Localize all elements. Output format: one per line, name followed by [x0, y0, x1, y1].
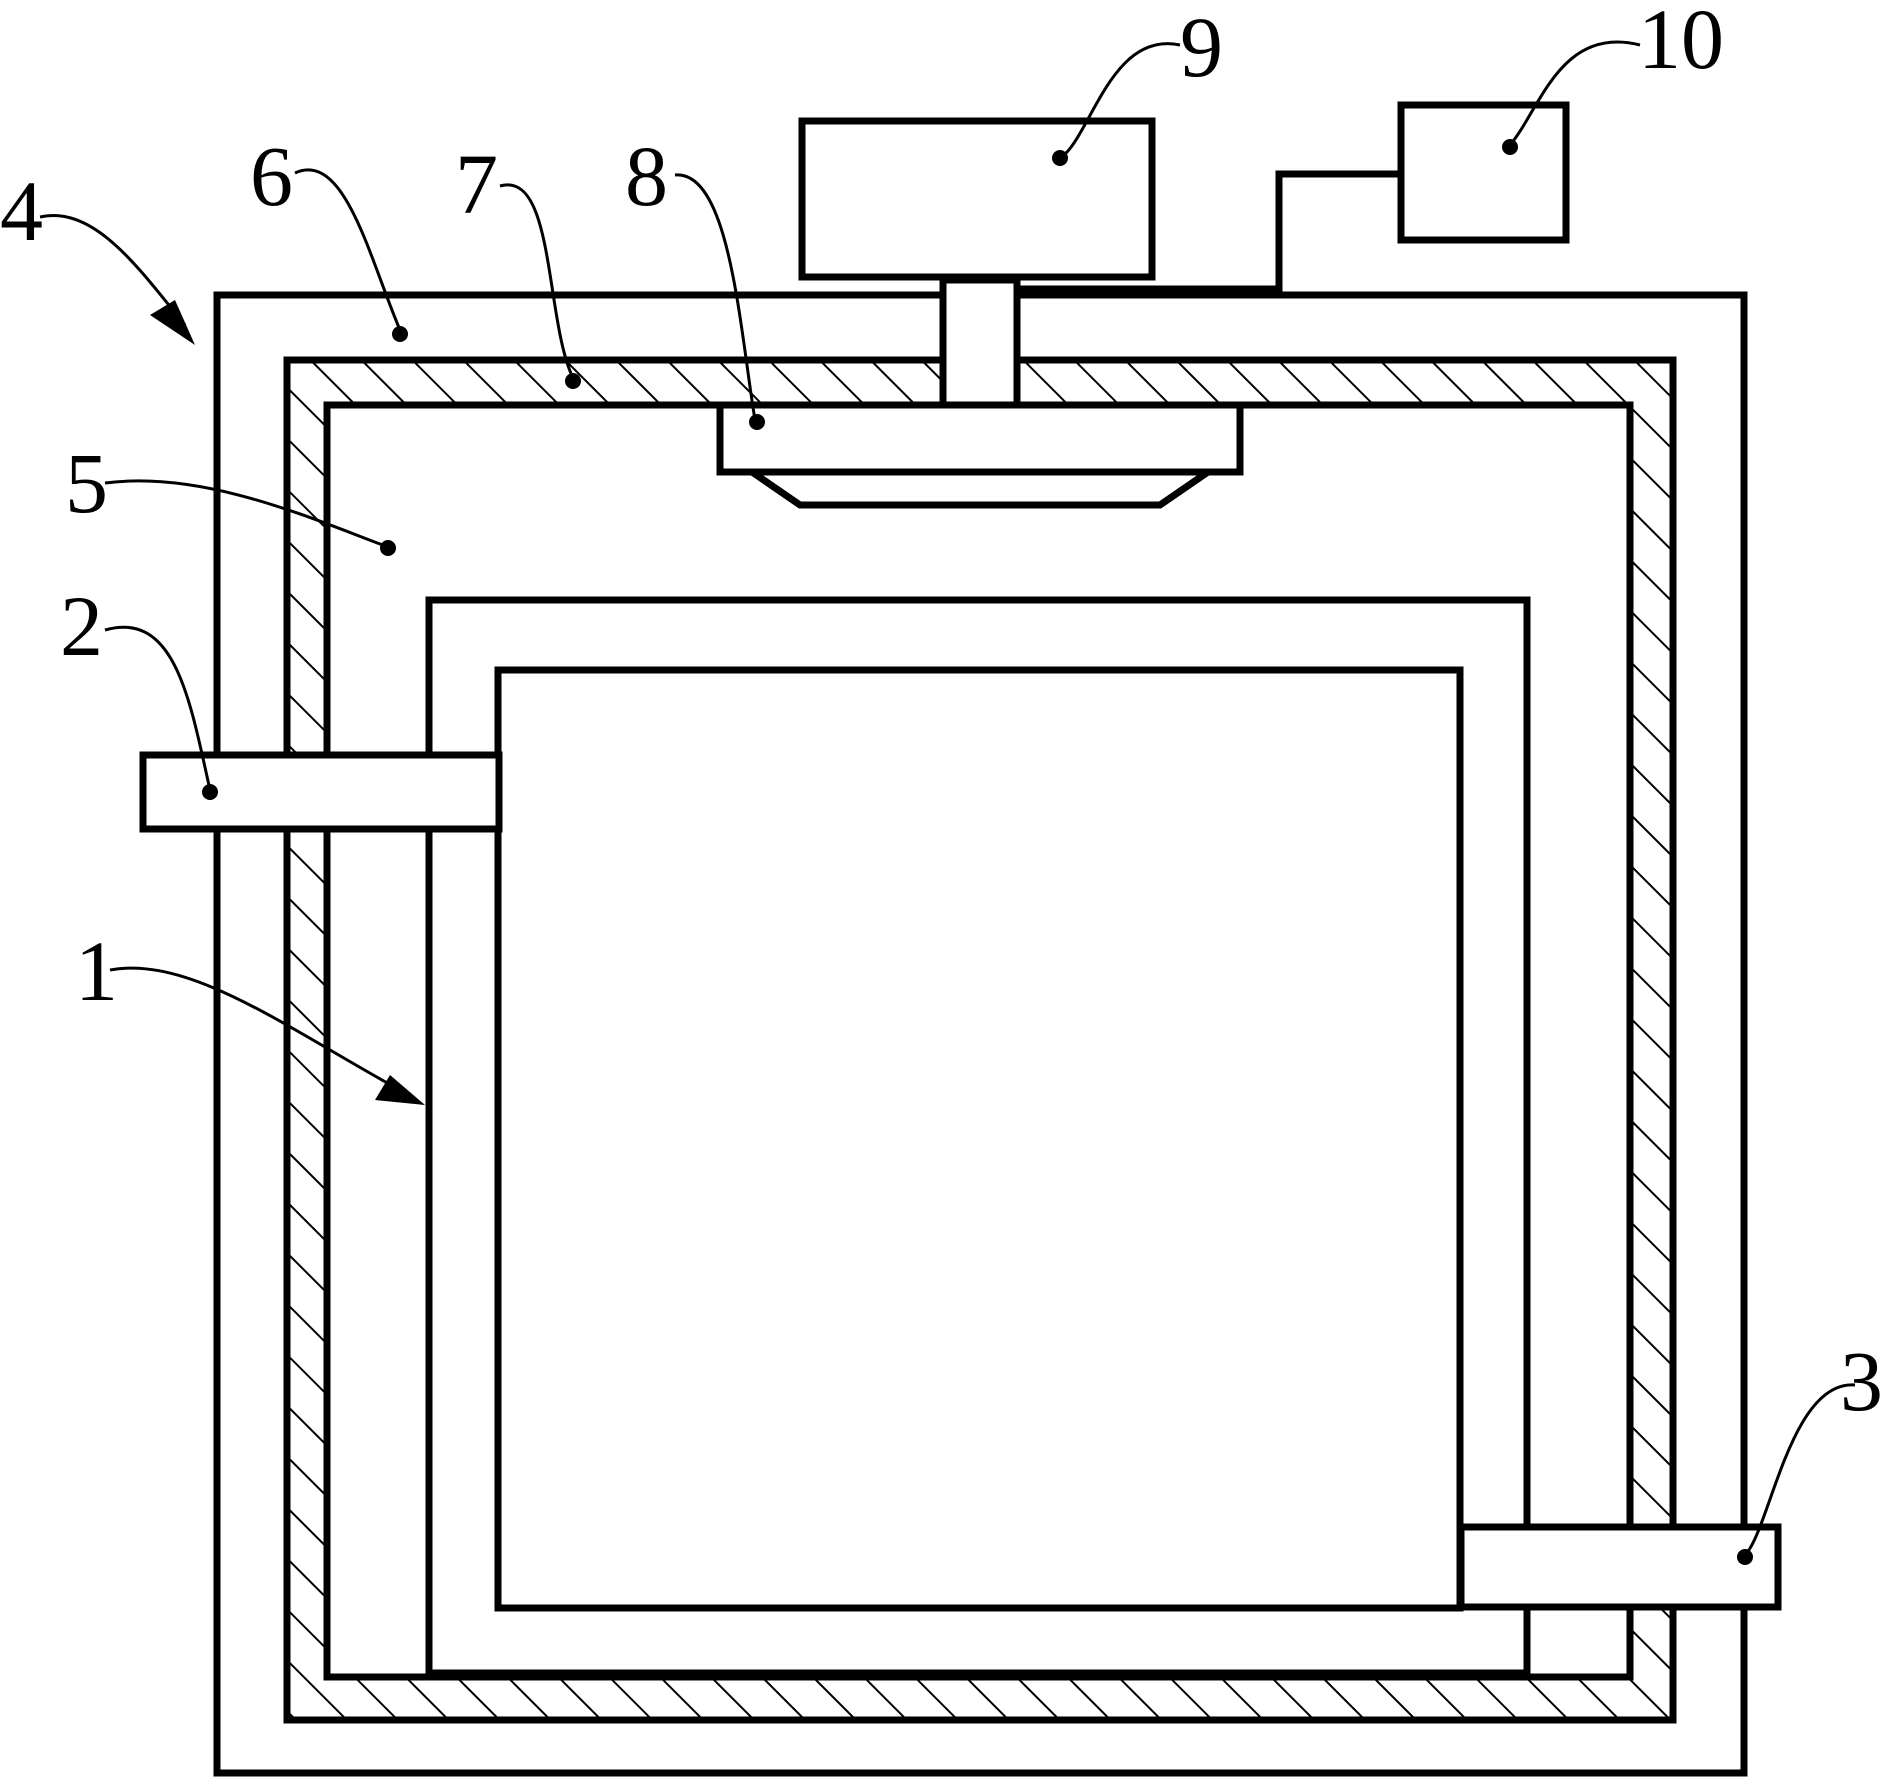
leader-inner-box-1 — [109, 966, 401, 1092]
fan-unit — [798, 117, 1156, 281]
label-outer-shell-6: 6 — [250, 128, 293, 224]
outlet-pipe — [1457, 1523, 1782, 1611]
fan-shaft — [939, 276, 1021, 411]
leader-chamber-5 — [104, 479, 389, 549]
leader-outer-shell-6 — [294, 168, 402, 331]
label-insulation-7: 7 — [455, 136, 498, 232]
leader-outlet-pipe-3 — [1743, 1383, 1856, 1557]
label-inner-box-1: 1 — [75, 923, 118, 1019]
control-wire — [1017, 170, 1401, 293]
dot-fan-unit — [1052, 150, 1068, 166]
label-housing-4: 4 — [0, 163, 43, 259]
inlet-pipe — [139, 751, 503, 833]
dot-outer-shell — [392, 326, 408, 342]
dot-heat-exchanger — [749, 414, 765, 430]
label-heat-exchanger-8: 8 — [625, 128, 668, 224]
heat-exchanger — [716, 401, 1244, 476]
dot-inlet-pipe — [202, 784, 218, 800]
leader-fan-unit-9 — [1059, 42, 1181, 160]
control-unit — [1397, 101, 1570, 244]
leader-insulation-7 — [499, 183, 575, 379]
inner-frame — [425, 596, 1531, 1677]
leader-heat-exchanger-8 — [674, 173, 757, 421]
label-control-unit-10: 10 — [1638, 0, 1724, 87]
arrow-inner-box-1 — [375, 1075, 425, 1105]
leader-inlet-pipe-2 — [104, 625, 212, 791]
dot-insulation — [565, 373, 581, 389]
heat-exchanger-fins — [750, 469, 1210, 509]
label-outlet-pipe-3: 3 — [1840, 1333, 1883, 1429]
arrow-housing-4 — [150, 300, 195, 345]
anchor-dots — [202, 139, 1753, 1565]
leader-control-unit-10 — [1508, 40, 1641, 146]
reference-labels: 4 6 7 8 9 10 5 2 1 3 — [0, 0, 1883, 1429]
dot-chamber — [380, 540, 396, 556]
dot-outlet-pipe — [1737, 1549, 1753, 1565]
label-chamber-5: 5 — [65, 435, 108, 531]
label-fan-unit-9: 9 — [1180, 0, 1223, 95]
leader-lines — [39, 40, 1856, 1557]
label-inlet-pipe-2: 2 — [60, 578, 103, 674]
inner-box — [494, 666, 1464, 1612]
dot-control-unit — [1502, 139, 1518, 155]
